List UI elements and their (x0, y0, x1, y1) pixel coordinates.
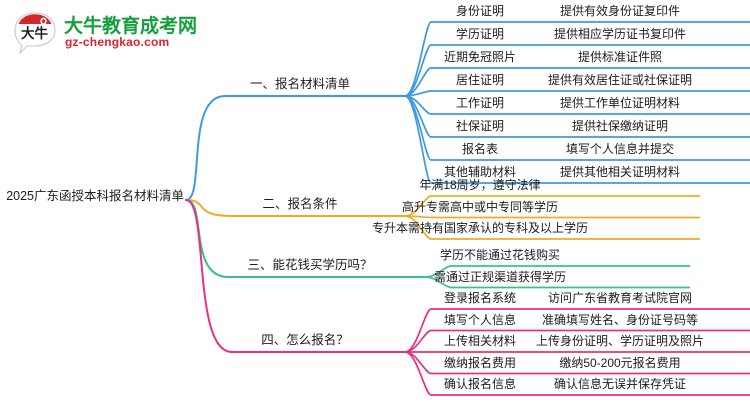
leaf-label-1-8: 其他辅助材料 (443, 165, 517, 179)
leaf-desc-1-1: 提供有效身份证复印件 (559, 4, 681, 18)
leaf-desc-4-3: 上传身份证明、学历证明及照片 (535, 334, 705, 348)
leaf-label-2-2: 高升专需高中或中专同等学历 (401, 199, 559, 214)
leaf-desc-4-4: 缴纳50-200元报名费用 (559, 355, 681, 370)
leaf-label-2-3: 专升本需持有国家承认的专科及以上学历 (371, 221, 589, 235)
leaf-label-1-5: 工作证明 (455, 96, 505, 110)
leaf-label-4-4: 缴纳报名费用 (443, 355, 517, 370)
leaf-label-1-2: 学历证明 (455, 27, 505, 41)
leaf-desc-1-4: 提供有效居住证或社保证明 (547, 73, 693, 87)
leaf-label-3-2: 需通过正规渠道获得学历 (433, 269, 567, 284)
section-title-4: 四、怎么报名？ (261, 333, 349, 347)
leaf-label-1-3: 近期免冠照片 (443, 50, 517, 64)
leaf-label-2-1: 年满18周岁，遵守法律 (419, 178, 541, 192)
leaf-label-3-1: 学历不能通过花钱购买 (439, 248, 561, 262)
leaf-desc-1-7: 填写个人信息并提交 (565, 142, 675, 156)
leaf-desc-1-3: 提供标准证件照 (577, 50, 663, 64)
leaf-desc-4-2: 准确填写姓名、身份证号码等 (541, 312, 699, 327)
leaf-desc-4-1: 访问广东省教育考试院官网 (547, 291, 693, 305)
leaf-label-4-3: 上传相关材料 (443, 334, 517, 348)
root-node-label: 2025广东函授本科报名材料清单 (6, 189, 184, 203)
svg-text:大牛: 大牛 (21, 25, 48, 41)
logo-name-en: gz-chengkao.com (65, 35, 170, 49)
leaf-desc-1-2: 提供相应学历证书复印件 (553, 27, 687, 41)
leaf-desc-4-5: 确认信息无误并保存凭证 (553, 377, 687, 391)
site-logo: 大牛 大牛教育成考网 gz-chengkao.com (12, 8, 222, 58)
leaf-label-1-4: 居住证明 (455, 73, 505, 87)
leaf-label-4-2: 填写个人信息 (443, 312, 517, 327)
leaf-label-1-1: 身份证明 (455, 4, 505, 18)
leaf-label-1-7: 报名表 (461, 142, 499, 156)
leaf-desc-1-5: 提供工作单位证明材料 (559, 96, 681, 110)
leaf-label-4-5: 确认报名信息 (443, 377, 517, 391)
leaf-desc-1-6: 提供社保缴纳证明 (571, 119, 669, 133)
leaf-label-1-6: 社保证明 (455, 119, 505, 133)
section-title-3: 三、能花钱买学历吗？ (247, 258, 373, 272)
leaf-desc-1-8: 提供其他相关证明材料 (559, 165, 681, 179)
section-title-2: 二、报名条件 (262, 197, 338, 211)
logo-name-cn: 大牛教育成考网 (64, 16, 198, 37)
daniu-logo-icon: 大牛 (14, 12, 56, 55)
section-title-1: 一、报名材料清单 (249, 77, 351, 91)
leaf-label-4-1: 登录报名系统 (443, 291, 517, 305)
